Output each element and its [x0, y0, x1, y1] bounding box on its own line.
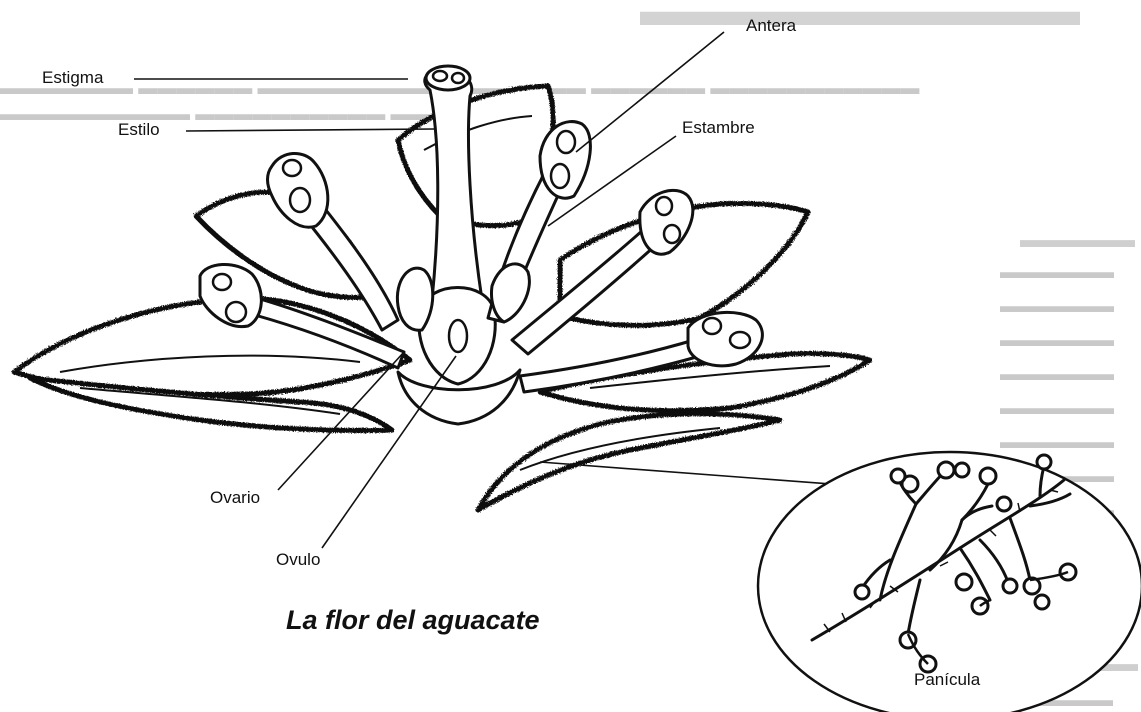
sepal-front-lower — [478, 414, 780, 510]
pollen-sac — [213, 274, 231, 290]
label-antera: Antera — [746, 16, 796, 36]
pollen-sac — [290, 188, 310, 212]
label-estilo: Estilo — [118, 120, 160, 140]
leader-line-estilo — [186, 129, 434, 131]
label-ovulo: Ovulo — [276, 550, 320, 570]
pollen-sac — [656, 197, 672, 215]
pollen-sac — [703, 318, 721, 334]
ovule — [449, 320, 467, 352]
pollen-sac — [730, 332, 750, 348]
leader-line-ovulo — [322, 356, 456, 548]
stigma-lobe — [452, 73, 464, 83]
stamen-inner — [397, 268, 432, 330]
label-estambre: Estambre — [682, 118, 755, 138]
stigma-lobe — [433, 71, 447, 81]
figure-caption: La flor del aguacate — [286, 605, 540, 636]
pollen-sac — [226, 302, 246, 322]
label-panicula: Panícula — [914, 670, 980, 690]
pollen-sac — [283, 160, 301, 176]
anther — [688, 312, 762, 365]
pollen-sac — [557, 131, 575, 153]
pollen-sac — [664, 225, 680, 243]
stamen-inner — [492, 264, 530, 322]
pollen-sac — [551, 164, 569, 188]
label-estigma: Estigma — [42, 68, 103, 88]
label-ovario: Ovario — [210, 488, 260, 508]
